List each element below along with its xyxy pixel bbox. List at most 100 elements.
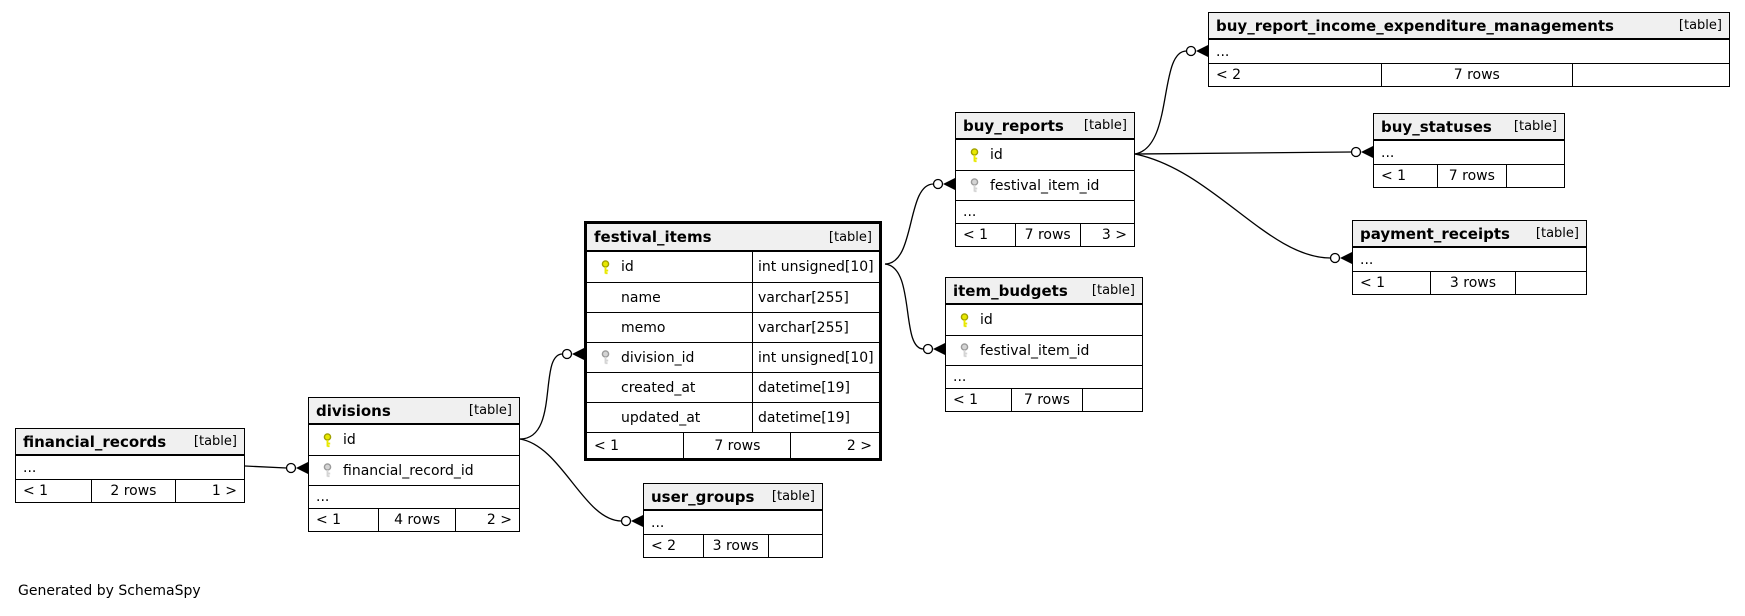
column-type: int unsigned[10] bbox=[758, 259, 874, 275]
table-type-tag: [table] bbox=[468, 403, 512, 418]
column-type: datetime[19] bbox=[758, 379, 850, 396]
column-name: memo bbox=[621, 319, 666, 336]
table-buy_report_income_expenditure_managements[interactable]: buy_report_income_expenditure_management… bbox=[1208, 12, 1730, 87]
ellipsis-row: ... bbox=[1360, 251, 1374, 268]
pager-prev: < 2 bbox=[1216, 67, 1242, 83]
edge-festival_items-item_budgets bbox=[884, 263, 945, 355]
pager-prev: < 1 bbox=[594, 437, 620, 454]
crows-foot-arrow bbox=[296, 462, 308, 474]
column-row: festival_item_id bbox=[946, 335, 1142, 365]
edge-festival_items-buy_reports bbox=[884, 178, 955, 265]
column-row: division_id int unsigned[10] bbox=[587, 342, 879, 372]
zero-or-one-circle bbox=[561, 348, 573, 360]
table-type-tag: [table] bbox=[771, 489, 815, 504]
edge-divisions-festival_items bbox=[519, 348, 584, 440]
table-header: festival_items [table] bbox=[587, 224, 879, 252]
table-title: festival_items bbox=[594, 228, 712, 246]
zero-or-one-circle bbox=[932, 178, 944, 190]
ellipsis-row: ... bbox=[946, 365, 1142, 388]
table-header: payment_receipts [table] bbox=[1353, 221, 1586, 248]
pager-row-count: 2 rows bbox=[91, 480, 176, 502]
table-payment_receipts[interactable]: payment_receipts [table]... < 1 3 rows bbox=[1352, 220, 1587, 295]
column-name: division_id bbox=[621, 349, 695, 366]
column-row: festival_item_id bbox=[956, 170, 1134, 200]
crows-foot-arrow bbox=[572, 348, 584, 360]
table-type-tag: [table] bbox=[828, 229, 872, 245]
pager-prev: < 1 bbox=[953, 392, 979, 408]
crows-foot-arrow bbox=[631, 515, 643, 527]
pager-row-count: 3 rows bbox=[1429, 272, 1517, 294]
foreign-key-icon bbox=[958, 343, 971, 358]
pager-prev: < 1 bbox=[963, 227, 989, 243]
column-type: int unsigned[10] bbox=[758, 349, 874, 366]
column-name: festival_item_id bbox=[980, 342, 1090, 359]
pager-prev: < 1 bbox=[1360, 275, 1386, 291]
column-type: varchar[255] bbox=[758, 289, 849, 306]
pager-row-count: 3 rows bbox=[702, 535, 769, 557]
table-header: divisions [table] bbox=[309, 398, 519, 425]
table-header: user_groups [table] bbox=[644, 484, 822, 511]
pager-row-count: 4 rows bbox=[378, 509, 456, 531]
table-pager: < 2 7 rows bbox=[1209, 63, 1729, 86]
table-type-tag: [table] bbox=[1678, 18, 1722, 33]
column-name: financial_record_id bbox=[343, 462, 474, 479]
pager-prev: < 1 bbox=[23, 483, 49, 499]
ellipsis-row: ... bbox=[1216, 43, 1230, 60]
pager-row-count: 7 rows bbox=[1014, 224, 1081, 246]
zero-or-one-circle bbox=[285, 462, 297, 474]
column-name: id bbox=[990, 147, 1003, 163]
zero-or-one-circle bbox=[1329, 252, 1341, 264]
table-type-tag: [table] bbox=[1535, 226, 1579, 241]
column-name: id bbox=[621, 259, 634, 275]
generated-by-note: Generated by SchemaSpy bbox=[18, 583, 201, 599]
table-title: item_budgets bbox=[953, 281, 1068, 300]
pager-next: 2 > bbox=[486, 512, 512, 528]
table-pager: < 1 2 rows 1 > bbox=[16, 479, 244, 502]
table-title: buy_report_income_expenditure_management… bbox=[1216, 16, 1614, 35]
column-name: id bbox=[343, 432, 356, 448]
table-header: buy_report_income_expenditure_management… bbox=[1209, 13, 1729, 40]
table-title: financial_records bbox=[23, 432, 167, 451]
table-header: buy_statuses[table] bbox=[1374, 114, 1564, 141]
ellipsis-row: ... bbox=[956, 200, 1134, 223]
key-icon-spacer bbox=[599, 290, 612, 305]
table-header: financial_records[table] bbox=[16, 429, 244, 456]
edge-buy_reports-buy_statuses bbox=[1134, 146, 1373, 158]
table-title: divisions bbox=[316, 401, 391, 420]
pager-prev: < 2 bbox=[651, 538, 677, 554]
table-title: buy_reports bbox=[963, 116, 1064, 135]
primary-key-icon bbox=[321, 432, 334, 448]
table-buy_reports[interactable]: buy_reports [table] id festival_item_id... <… bbox=[955, 112, 1135, 247]
pager-prev: < 1 bbox=[1381, 168, 1407, 184]
table-type-tag: [table] bbox=[1083, 118, 1127, 133]
zero-or-one-circle bbox=[922, 343, 934, 355]
table-type-tag: [table] bbox=[1513, 119, 1557, 134]
column-type: datetime[19] bbox=[758, 409, 850, 426]
pager-row-count: 7 rows bbox=[683, 433, 792, 458]
table-pager: < 2 3 rows bbox=[644, 534, 822, 557]
ellipsis-row: ... bbox=[23, 459, 37, 476]
table-title: user_groups bbox=[651, 487, 755, 506]
table-header: item_budgets[table] bbox=[946, 278, 1142, 305]
table-pager: < 1 3 rows bbox=[1353, 271, 1586, 294]
zero-or-one-circle bbox=[1185, 45, 1197, 57]
pager-next: 1 > bbox=[211, 483, 237, 499]
pager-row-count: 7 rows bbox=[1380, 64, 1573, 86]
column-row: memo varchar[255] bbox=[587, 312, 879, 342]
column-type: varchar[255] bbox=[758, 319, 849, 336]
table-title: payment_receipts bbox=[1360, 224, 1510, 243]
table-financial_records[interactable]: financial_records[table]... < 1 2 rows 1 > bbox=[15, 428, 245, 503]
foreign-key-icon bbox=[968, 178, 981, 193]
